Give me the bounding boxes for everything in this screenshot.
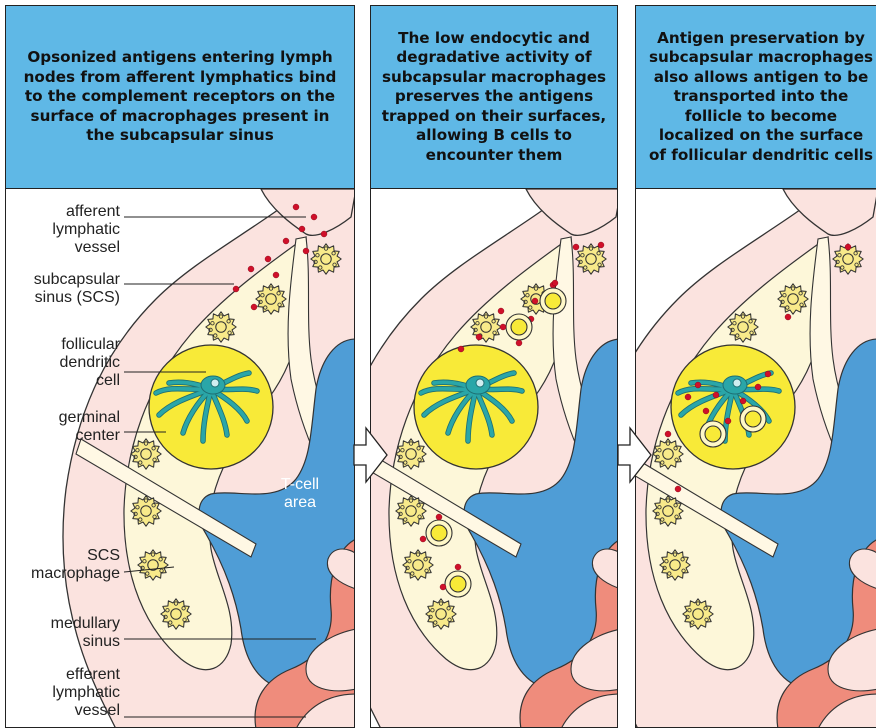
antigen-dot bbox=[665, 431, 671, 437]
panel-3: Antigen preservation by subcapsular macr… bbox=[635, 5, 876, 728]
antigen-dot bbox=[516, 340, 522, 346]
antigen-dot bbox=[598, 242, 604, 248]
antigen-dot bbox=[293, 204, 299, 210]
antigen-dot bbox=[500, 324, 506, 330]
b-cell bbox=[506, 314, 532, 340]
lymph-node-section bbox=[636, 189, 876, 728]
b-cell bbox=[426, 520, 452, 546]
b-cell bbox=[445, 571, 471, 597]
lymph-node-diagram-2 bbox=[371, 189, 618, 728]
antigen-dot bbox=[303, 248, 309, 254]
antigen-dot bbox=[713, 392, 719, 398]
antigen-dot bbox=[740, 398, 746, 404]
panel-2-header: The low endocytic and degradative activi… bbox=[371, 6, 617, 189]
antigen-dot bbox=[283, 238, 289, 244]
antigen-dot bbox=[755, 384, 761, 390]
antigen-dot bbox=[476, 334, 482, 340]
antigen-dot bbox=[685, 394, 691, 400]
antigen-dot bbox=[248, 266, 254, 272]
antigen-dot bbox=[552, 280, 558, 286]
b-cell bbox=[740, 406, 766, 432]
antigen-dot bbox=[498, 308, 504, 314]
panel-2: The low endocytic and degradative activi… bbox=[370, 5, 618, 728]
b-cell bbox=[700, 421, 726, 447]
antigen-dot bbox=[703, 408, 709, 414]
antigen-dot bbox=[458, 346, 464, 352]
antigen-dot bbox=[311, 214, 317, 220]
lymph-node-section bbox=[371, 189, 618, 728]
lymph-node-diagram-3 bbox=[636, 189, 876, 728]
panel-1-header: Opsonized antigens entering lymph nodes … bbox=[6, 6, 354, 189]
antigen-dot bbox=[420, 536, 426, 542]
antigen-dot bbox=[695, 382, 701, 388]
panel-3-caption: Antigen preservation by subcapsular macr… bbox=[646, 29, 876, 166]
antigen-dot bbox=[265, 256, 271, 262]
b-cell bbox=[540, 288, 566, 314]
arrow-right-icon bbox=[353, 425, 389, 485]
antigen-dot bbox=[299, 226, 305, 232]
antigen-dot bbox=[440, 584, 446, 590]
antigen-dot bbox=[233, 286, 239, 292]
panel-2-caption: The low endocytic and degradative activi… bbox=[372, 29, 616, 166]
antigen-dot bbox=[785, 314, 791, 320]
arrow-right-icon bbox=[617, 425, 653, 485]
antigen-dot bbox=[532, 298, 538, 304]
antigen-dot bbox=[251, 304, 257, 310]
antigen-dot bbox=[675, 486, 681, 492]
panel-1-caption: Opsonized antigens entering lymph nodes … bbox=[13, 48, 347, 146]
antigen-dot bbox=[845, 244, 851, 250]
antigen-dot bbox=[573, 244, 579, 250]
antigen-dot bbox=[321, 231, 327, 237]
antigen-dot bbox=[725, 418, 731, 424]
panel-3-header: Antigen preservation by subcapsular macr… bbox=[636, 6, 876, 189]
antigen-dot bbox=[436, 514, 442, 520]
antigen-dot bbox=[765, 371, 771, 377]
antigen-dot bbox=[273, 272, 279, 278]
antigen-dot bbox=[455, 564, 461, 570]
